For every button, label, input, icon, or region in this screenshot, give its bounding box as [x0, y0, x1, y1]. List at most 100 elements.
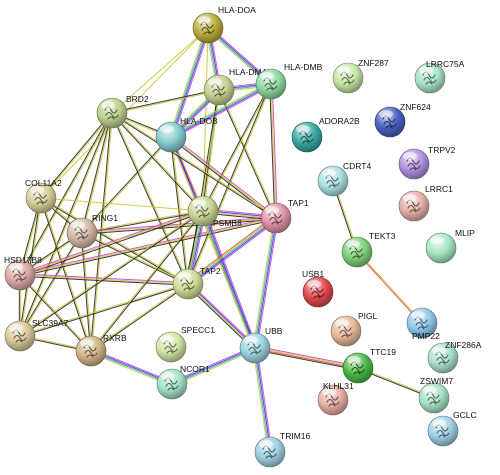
node-znf286a[interactable]: ZNF286A [427, 340, 482, 374]
node-pmp22[interactable]: PMP22 [406, 307, 440, 341]
edge-evidence-line [41, 113, 113, 199]
node-col11a2[interactable]: COL11A2 [25, 178, 62, 214]
node-hla-dma[interactable]: HLA-DMA [203, 67, 268, 106]
node-label: ZNF287 [358, 58, 389, 68]
edge-evidence-line [203, 84, 273, 212]
node-trim16[interactable]: TRIM16 [254, 431, 311, 468]
node-hla-doa[interactable]: HLA-DOA [192, 5, 256, 44]
edge-hla-dma-tap1 [217, 89, 278, 219]
node-znf624[interactable]: ZNF624 [374, 102, 431, 138]
node-pigl[interactable]: PIGL [330, 311, 378, 347]
node-gclc[interactable]: GCLC [427, 410, 477, 447]
edge-evidence-line [80, 112, 112, 233]
node-label: CDRT4 [343, 161, 371, 171]
edge-evidence-line [81, 233, 188, 286]
node-highlight [9, 263, 23, 271]
node-label: PSMB8 [213, 218, 242, 228]
edge-evidence-line [20, 211, 204, 337]
node-zswim7[interactable]: ZSWIM7 [418, 376, 453, 414]
edge-evidence-line [186, 216, 276, 284]
edge-brd2-ring1 [80, 112, 114, 234]
edge-hla-dmb-hla-dob [169, 81, 273, 140]
node-highlight [432, 346, 446, 354]
node-tap1[interactable]: TAP1 [260, 198, 309, 234]
node-label: NCOR1 [180, 364, 210, 374]
node-cdrt4[interactable]: CDRT4 [317, 161, 371, 197]
node-highlight [322, 388, 336, 396]
node-highlight [337, 66, 351, 74]
node-psmb8[interactable]: PSMB8 [187, 195, 242, 228]
node-slc39a7[interactable]: SLC39A7 [4, 318, 69, 352]
node-label: RXRB [103, 333, 127, 343]
node-trpv2[interactable]: TRPV2 [398, 145, 456, 180]
node-brd2[interactable]: BRD2 [96, 94, 149, 129]
edge-evidence-line [171, 135, 278, 218]
edge-evidence-line [90, 283, 188, 351]
edge-ring1-slc39a7 [19, 232, 83, 337]
edge-evidence-line [40, 197, 204, 212]
edge-evidence-line [41, 197, 93, 351]
node-specc1[interactable]: SPECC1 [155, 325, 215, 363]
edge-hsd17b8-psmb8 [19, 209, 204, 277]
node-highlight [71, 221, 85, 229]
edge-hla-doa-hla-dob [168, 27, 211, 138]
edge-evidence-line [170, 82, 271, 137]
node-label: LRRC75A [426, 59, 465, 69]
edge-evidence-line [19, 216, 276, 275]
node-label: USB1 [302, 269, 324, 279]
node-label: SPECC1 [181, 325, 215, 335]
node-highlight [432, 419, 446, 427]
edge-evidence-line [20, 211, 204, 277]
node-tekt3[interactable]: TEKT3 [341, 231, 396, 268]
edge-evidence-line [19, 232, 82, 336]
node-label: ADORA2B [319, 116, 360, 126]
node-label: TRPV2 [428, 145, 456, 155]
node-rxrb[interactable]: RXRB [75, 333, 127, 367]
edge-evidence-line [171, 84, 272, 139]
node-hla-dob[interactable]: HLA-DOB [155, 116, 218, 153]
edge-evidence-line [111, 113, 276, 219]
node-mlip[interactable]: MLIP [425, 228, 475, 264]
edge-evidence-line [168, 27, 207, 137]
edge-evidence-line [255, 218, 278, 349]
edge-evidence-line [189, 282, 257, 347]
node-lrrc1[interactable]: LRRC1 [398, 184, 453, 222]
edge-tap2-ubb [186, 282, 257, 350]
edge-evidence-line [171, 136, 190, 284]
node-klhl31[interactable]: KLHL31 [317, 381, 354, 416]
edge-evidence-line [91, 113, 114, 352]
node-znf287[interactable]: ZNF287 [332, 58, 389, 94]
node-highlight [30, 186, 44, 194]
node-lrrc75a[interactable]: LRRC75A [414, 59, 465, 94]
node-ubb[interactable]: UBB [239, 326, 283, 364]
edge-evidence-line [112, 112, 204, 211]
edge-evidence-line [90, 210, 203, 351]
edge-evidence-line [254, 349, 358, 371]
edge-psmb8-ubb [200, 210, 258, 349]
node-ttc19[interactable]: TTC19 [342, 347, 396, 384]
edge-brd2-col11a2 [40, 112, 113, 199]
node-tap2[interactable]: TAP2 [172, 266, 221, 300]
edge-rxrb-tap2 [90, 283, 189, 352]
edge-evidence-line [20, 233, 83, 337]
node-hla-dmb[interactable]: HLA-DMB [255, 62, 323, 100]
node-label: TEKT3 [369, 231, 396, 241]
node-highlight [160, 335, 174, 343]
node-label: GCLC [453, 410, 477, 420]
node-highlight [307, 280, 321, 288]
node-label: HLA-DMA [229, 67, 268, 77]
edge-evidence-line [200, 211, 254, 349]
node-hsd17b8[interactable]: HSD17B8 [4, 255, 42, 291]
edge-col11a2-psmb8 [40, 197, 204, 212]
edge-evidence-line [91, 284, 189, 352]
node-ring1[interactable]: RING1 [66, 213, 118, 249]
edge-evidence-line [19, 275, 188, 286]
node-usb1[interactable]: USB1 [302, 269, 334, 308]
node-ncor1[interactable]: NCOR1 [156, 364, 210, 400]
edge-evidence-line [171, 85, 273, 140]
edge-brd2-slc39a7 [18, 112, 114, 337]
node-adora2b[interactable]: ADORA2B [291, 116, 360, 153]
edge-evidence-line [110, 113, 188, 285]
